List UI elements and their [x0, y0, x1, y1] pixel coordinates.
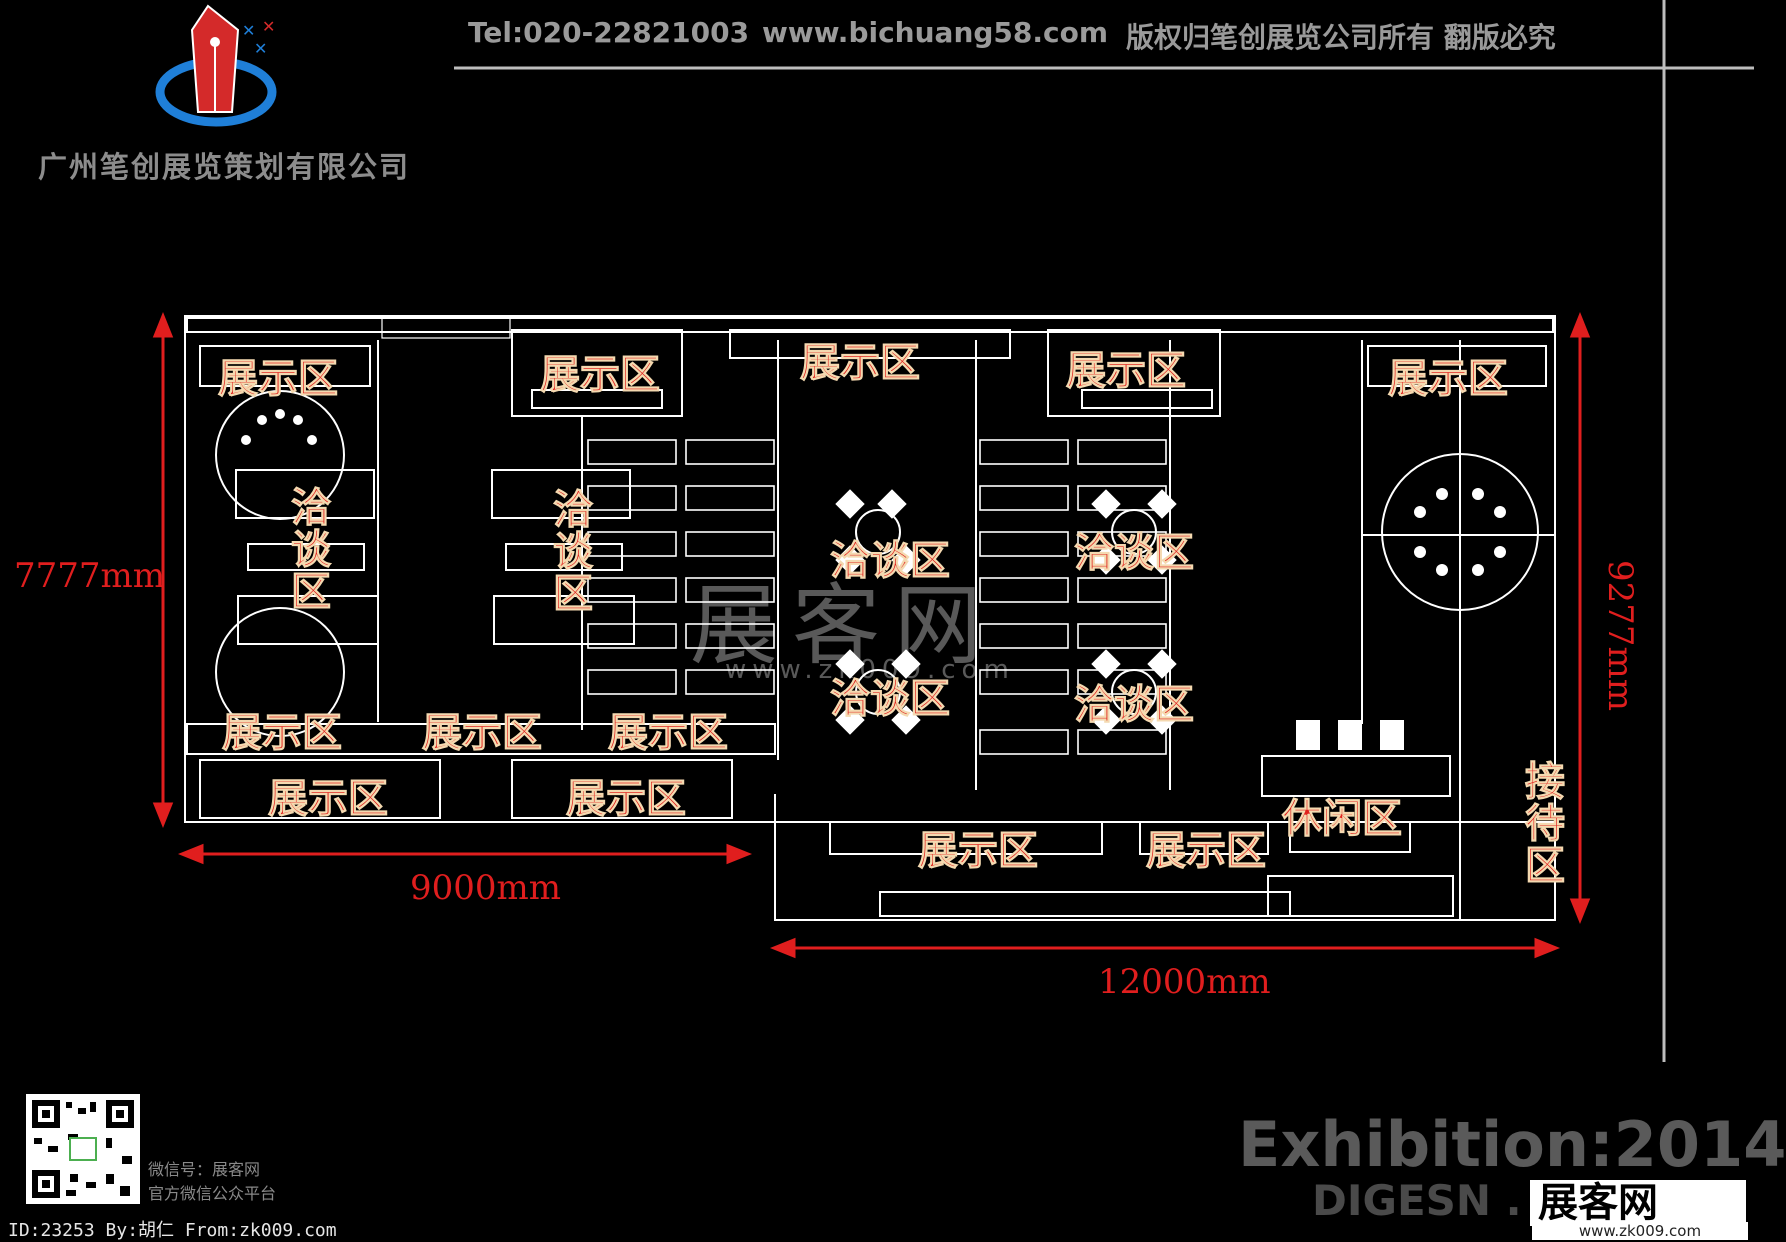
- digesn-text: DIGESN . J: [1312, 1176, 1552, 1225]
- zone-label-display: 展示区: [1146, 827, 1267, 875]
- zone-label-display: 展示区: [218, 355, 339, 403]
- zone-label-leisure: 休闲区: [1282, 795, 1403, 843]
- qr-code-icon: [26, 1094, 140, 1204]
- zone-label-display: 展示区: [422, 709, 543, 757]
- header-website: www.bichuang58.com: [762, 16, 1109, 49]
- footer-brand: 展客网: [1530, 1180, 1746, 1226]
- dimension-left-height: 7777mm: [14, 556, 166, 596]
- zone-label-display: 展示区: [268, 775, 389, 823]
- wechat-id: 微信号：展客网: [148, 1160, 261, 1179]
- header-copyright: 版权归笔创展览公司所有 翻版必究: [1126, 21, 1556, 54]
- zone-label-display: 展示区: [918, 827, 1039, 875]
- zone-label-display: 展示区: [1066, 347, 1187, 395]
- watermark-brand: 展客网: [690, 574, 997, 677]
- svg-text:✕: ✕: [262, 17, 275, 36]
- zone-label-display: 展示区: [608, 709, 729, 757]
- pen-nib-logo-icon: ✕ ✕ ✕: [155, 4, 277, 127]
- zone-label-negotiation: 洽谈区: [284, 486, 332, 613]
- svg-text:✕: ✕: [242, 21, 255, 40]
- zone-label-negotiation: 洽谈区: [1074, 529, 1195, 577]
- zone-label-display: 展示区: [800, 339, 921, 387]
- exhibition-year: Exhibition:2014: [1238, 1108, 1786, 1181]
- svg-text:✕: ✕: [254, 39, 267, 58]
- dimension-right-width: 12000mm: [1098, 962, 1271, 1002]
- zone-label-negotiation: 洽谈区: [830, 537, 951, 585]
- wechat-description: 官方微信公众平台: [148, 1184, 277, 1203]
- footer-id-line: ID:23253 By:胡仁 From:zk009.com: [8, 1220, 337, 1241]
- footer-brand-url: www.zk009.com: [1532, 1222, 1748, 1240]
- zone-label-negotiation: 洽谈区: [546, 488, 594, 615]
- zone-label-reception: 接待区: [1518, 760, 1566, 887]
- zone-label-display: 展示区: [540, 351, 661, 399]
- header-tel: Tel:020-22821003: [468, 16, 750, 49]
- company-name: 广州笔创展览策划有限公司: [38, 150, 411, 184]
- zone-label-negotiation: 洽谈区: [1074, 681, 1195, 729]
- zone-label-display: 展示区: [1388, 355, 1509, 403]
- dimension-right-height: 9277mm: [1600, 560, 1640, 712]
- watermark-url: www.zk009.com: [725, 655, 1015, 685]
- dimension-left-width: 9000mm: [410, 868, 562, 908]
- zone-label-negotiation: 洽谈区: [830, 675, 951, 723]
- zone-label-display: 展示区: [222, 709, 343, 757]
- zone-label-display: 展示区: [566, 775, 687, 823]
